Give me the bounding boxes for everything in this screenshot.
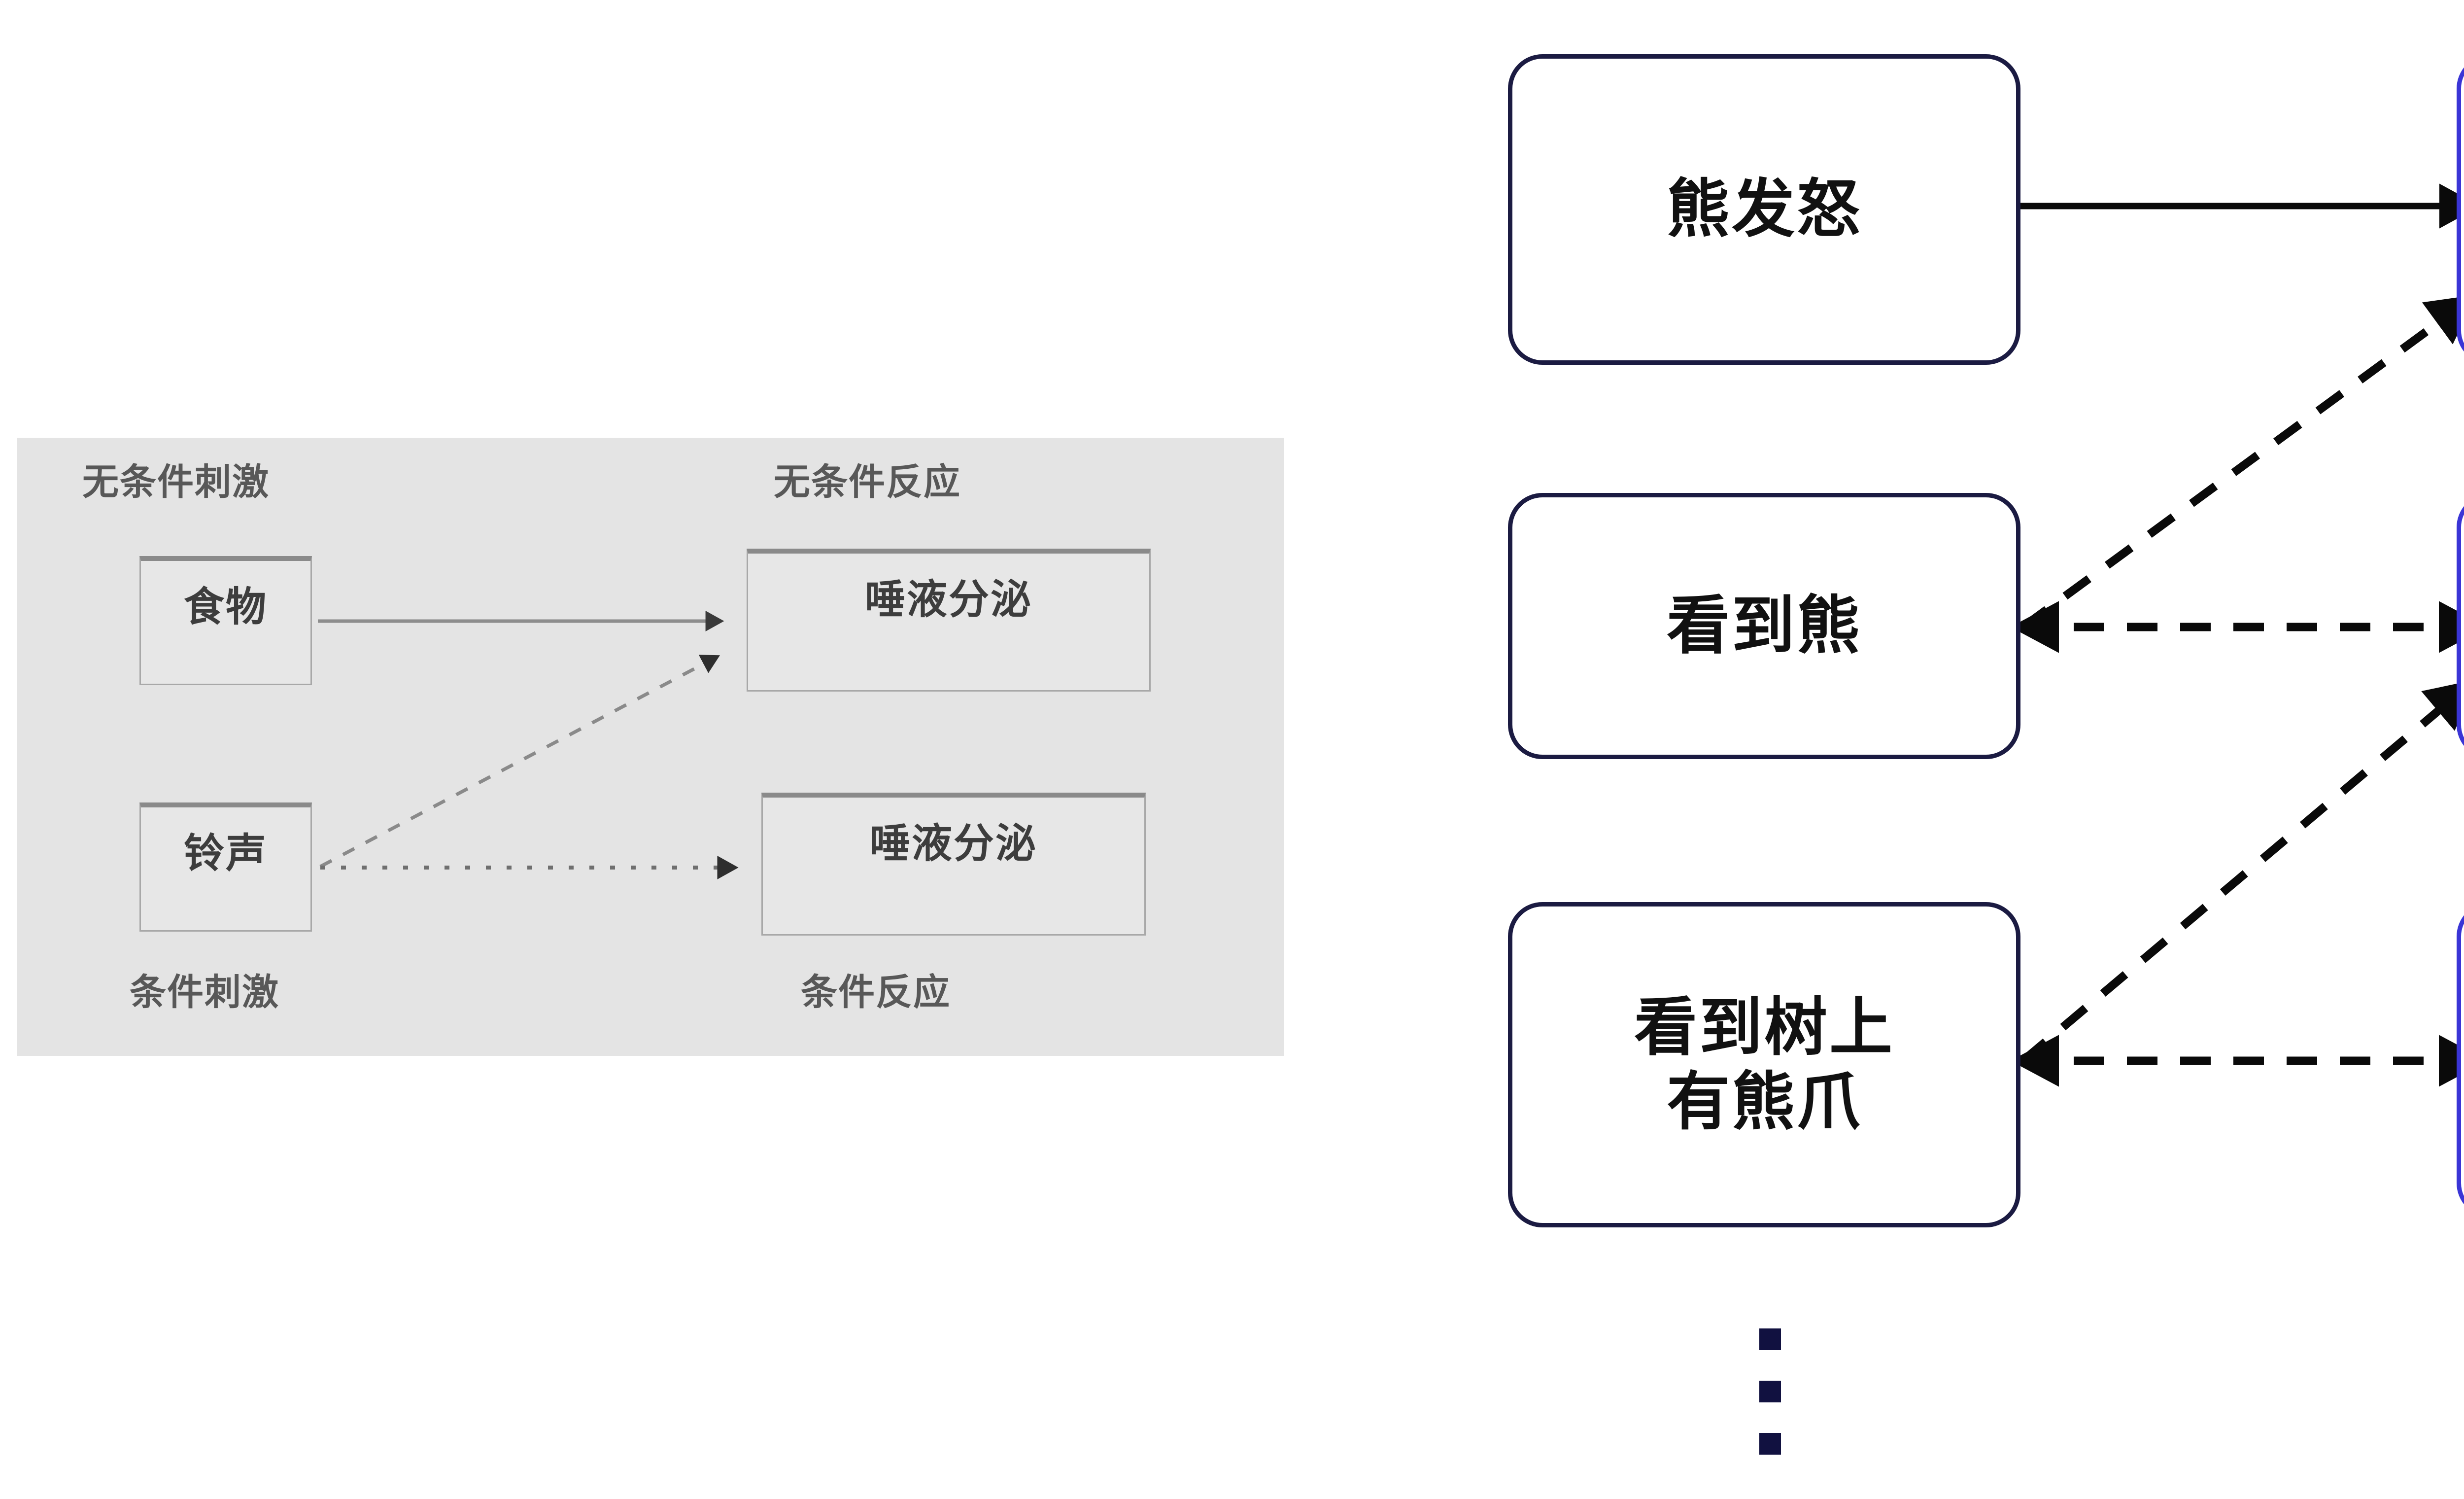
arrow-see-bear-to-reward <box>2020 294 2464 630</box>
pavlov-box-salivation-top: 唾液分泌 <box>747 549 1151 692</box>
pavlov-box-bell: 铃声 <box>139 802 312 932</box>
label-conditioned-stimulus: 条件刺激 <box>130 972 279 1012</box>
rl-box-bear-angry: 熊发怒 <box>1508 54 2020 365</box>
rl-box-see-bear: 看到熊 <box>1508 493 2020 759</box>
rl-box-bear-angry-label: 熊发怒 <box>1666 174 1862 245</box>
ellipsis-left-column <box>1759 1328 1781 1455</box>
ellipsis-dot <box>1759 1433 1781 1455</box>
label-unconditioned-stimulus: 无条件刺激 <box>82 461 270 502</box>
classical-conditioning-diagram: 无条件刺激 无条件反应 条件刺激 条件反应 食物 铃声 唾液分泌 唾液分泌 <box>17 438 1284 1056</box>
arrow-bell-to-salivation-top <box>319 655 720 869</box>
label-unconditioned-response: 无条件反应 <box>774 461 961 502</box>
rl-box-v-s: V(s) <box>2457 902 2464 1218</box>
label-conditioned-response: 条件反应 <box>801 972 951 1012</box>
rl-box-reward: 奖励 <box>2457 54 2464 365</box>
rl-box-see-claw-label: 看到树上 有熊爪 <box>1634 992 1894 1137</box>
rl-box-see-claw: 看到树上 有熊爪 <box>1508 902 2020 1227</box>
ellipsis-dot <box>1759 1381 1781 1402</box>
pavlov-box-bell-label: 铃声 <box>183 831 268 876</box>
rl-box-see-bear-label: 看到熊 <box>1666 591 1862 662</box>
ellipsis-dot <box>1759 1328 1781 1350</box>
arrow-see-claw-to-v-s-prime <box>2020 679 2464 1064</box>
pavlov-box-salivation-bottom-label: 唾液分泌 <box>869 821 1037 866</box>
pavlov-box-salivation-bottom: 唾液分泌 <box>761 793 1146 936</box>
pavlov-box-salivation-top-label: 唾液分泌 <box>864 577 1032 622</box>
pavlov-box-food-label: 食物 <box>183 585 268 629</box>
pavlov-box-food: 食物 <box>139 556 312 685</box>
rl-box-v-s-prime: V(s′) <box>2457 493 2464 759</box>
